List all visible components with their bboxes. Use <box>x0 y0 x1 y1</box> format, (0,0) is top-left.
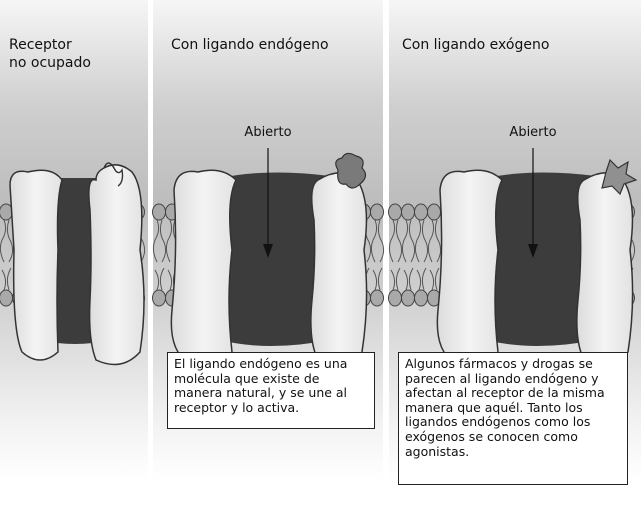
panel-title-endogenous: Con ligando endógeno <box>171 37 329 53</box>
channel-pore-open-1 <box>220 172 330 346</box>
receptor-subunit-left-3 <box>436 169 503 367</box>
binding-site-squiggle <box>103 162 124 187</box>
receptor-open-endogenous <box>170 148 368 367</box>
lipid-head <box>370 203 384 221</box>
open-label-endogenous: Abierto <box>244 125 292 140</box>
lipid-tails <box>388 219 403 291</box>
receptor-subunit-right-2 <box>310 172 368 366</box>
caption-exogenous: Algunos fármacos y drogas se parecen al … <box>398 352 628 485</box>
lipid-head <box>401 289 415 307</box>
lipid-head <box>370 289 384 307</box>
lipid-tails <box>401 219 416 291</box>
panel-title-unoccupied: Receptor no ocupado <box>9 37 91 71</box>
receptor-subunit-right <box>88 164 145 366</box>
lipid-head <box>152 289 166 307</box>
exogenous-ligand-shape <box>601 158 638 196</box>
lipid-head <box>388 203 402 221</box>
open-arrow-head-2 <box>528 244 538 258</box>
receptor-subunit-left <box>9 169 63 361</box>
receptor-open-exogenous <box>436 148 638 367</box>
receptor-subunit-right-3 <box>576 172 634 366</box>
lipid-head <box>401 203 415 221</box>
channel-pore-open-2 <box>486 172 596 346</box>
open-label-exogenous: Abierto <box>509 125 557 140</box>
lipid-head <box>414 203 428 221</box>
lipid-tails <box>370 219 385 291</box>
lipid-tails <box>414 219 429 291</box>
lipid-head <box>427 203 441 221</box>
lipid-tails <box>152 219 167 291</box>
lipid-tails <box>0 219 14 291</box>
lipid-head <box>414 289 428 307</box>
open-arrow-head-1 <box>263 244 273 258</box>
lipid-tails <box>427 219 442 291</box>
receptor-closed <box>9 162 145 366</box>
lipid-head <box>152 203 166 221</box>
lipid-head <box>0 289 13 307</box>
endogenous-ligand-shape <box>335 152 367 189</box>
caption-endogenous: El ligando endógeno es una molécula que … <box>167 352 375 429</box>
receptor-subunit-left-2 <box>170 169 237 367</box>
lipid-head <box>388 289 402 307</box>
panel-title-exogenous: Con ligando exógeno <box>402 37 550 53</box>
